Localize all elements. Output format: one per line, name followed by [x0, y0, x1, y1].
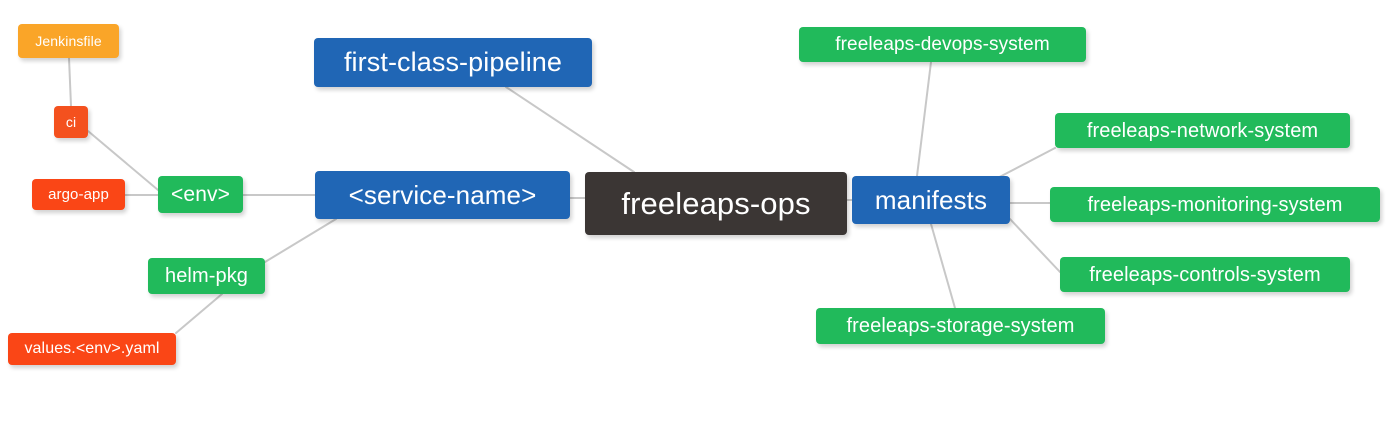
node-label-jenkinsfile: Jenkinsfile: [35, 33, 102, 49]
node-label-manifests: manifests: [874, 185, 988, 215]
node-label-devops-sys: freeleaps-devops-system: [835, 34, 1050, 55]
edge-pipeline-to-freeleaps-ops: [505, 86, 635, 173]
node-storage-sys[interactable]: freeleaps-storage-system: [816, 308, 1105, 344]
node-freeleaps-ops[interactable]: freeleaps-ops: [585, 172, 847, 235]
node-helm-pkg[interactable]: helm-pkg: [148, 258, 265, 294]
node-ci[interactable]: ci: [54, 106, 88, 138]
node-label-values-yaml: values.<env>.yaml: [24, 340, 160, 357]
node-label-argo-app: argo-app: [48, 186, 109, 203]
node-pipeline[interactable]: first-class-pipeline: [314, 38, 592, 87]
node-label-helm-pkg: helm-pkg: [164, 265, 249, 287]
edge-storage-sys-to-manifests: [930, 223, 956, 309]
node-label-freeleaps-ops: freeleaps-ops: [621, 186, 811, 221]
node-network-sys[interactable]: freeleaps-network-system: [1055, 113, 1350, 148]
node-label-pipeline: first-class-pipeline: [343, 47, 563, 77]
node-label-network-sys: freeleaps-network-system: [1086, 119, 1319, 142]
node-label-monitoring-sys: freeleaps-monitoring-system: [1087, 193, 1343, 216]
node-controls-sys[interactable]: freeleaps-controls-system: [1060, 257, 1350, 292]
node-argo-app[interactable]: argo-app: [32, 179, 125, 210]
node-label-env: <env>: [171, 183, 230, 206]
edge-devops-sys-to-manifests: [916, 61, 932, 177]
node-label-storage-sys: freeleaps-storage-system: [846, 315, 1075, 337]
node-values-yaml[interactable]: values.<env>.yaml: [8, 333, 176, 365]
node-label-ci: ci: [65, 114, 77, 130]
edge-values-yaml-to-helm-pkg: [175, 293, 223, 334]
node-env[interactable]: <env>: [158, 176, 243, 213]
edge-ci-to-env: [87, 130, 159, 191]
edge-controls-sys-to-manifests: [1009, 218, 1061, 273]
edge-jenkinsfile-to-ci: [68, 57, 72, 107]
edge-helm-pkg-to-service-name: [264, 218, 337, 263]
node-manifests[interactable]: manifests: [852, 176, 1010, 224]
node-monitoring-sys[interactable]: freeleaps-monitoring-system: [1050, 187, 1380, 222]
node-devops-sys[interactable]: freeleaps-devops-system: [799, 27, 1086, 62]
node-service-name[interactable]: <service-name>: [315, 171, 570, 219]
node-jenkinsfile[interactable]: Jenkinsfile: [18, 24, 119, 58]
node-label-controls-sys: freeleaps-controls-system: [1089, 263, 1321, 286]
node-label-service-name: <service-name>: [348, 180, 537, 210]
